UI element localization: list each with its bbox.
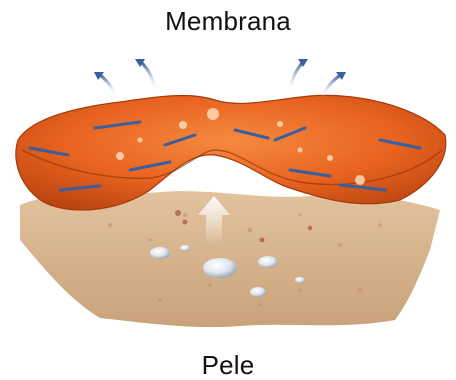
- outflow-arrows: [100, 62, 341, 98]
- membrane-layer: [16, 95, 446, 210]
- skin-layer: [20, 191, 440, 327]
- arrowheads: [94, 59, 346, 80]
- skin-label: Pele: [0, 350, 456, 380]
